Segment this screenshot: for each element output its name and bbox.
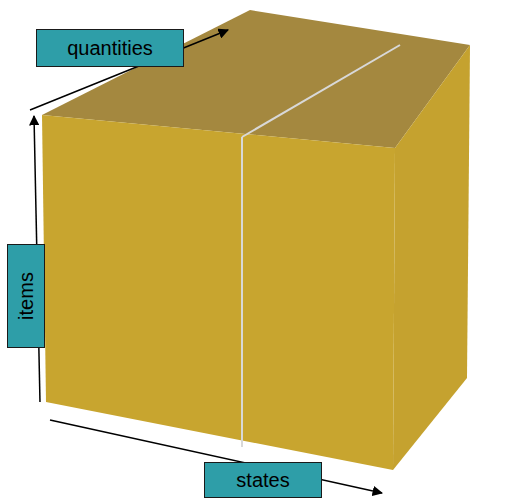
- tape-seam-front: [241, 137, 243, 447]
- axis-label: states: [236, 470, 289, 490]
- axis-label: quantities: [67, 38, 153, 58]
- axis-label-box: states: [204, 462, 322, 498]
- box-right-face: [393, 45, 470, 470]
- tape-seam-top: [242, 45, 400, 137]
- box-front-face: [42, 115, 395, 470]
- axis-label-box: items: [7, 244, 45, 348]
- quantities-axis: [30, 30, 228, 110]
- axis-label: items: [16, 272, 36, 320]
- axis-label-box: quantities: [36, 29, 184, 67]
